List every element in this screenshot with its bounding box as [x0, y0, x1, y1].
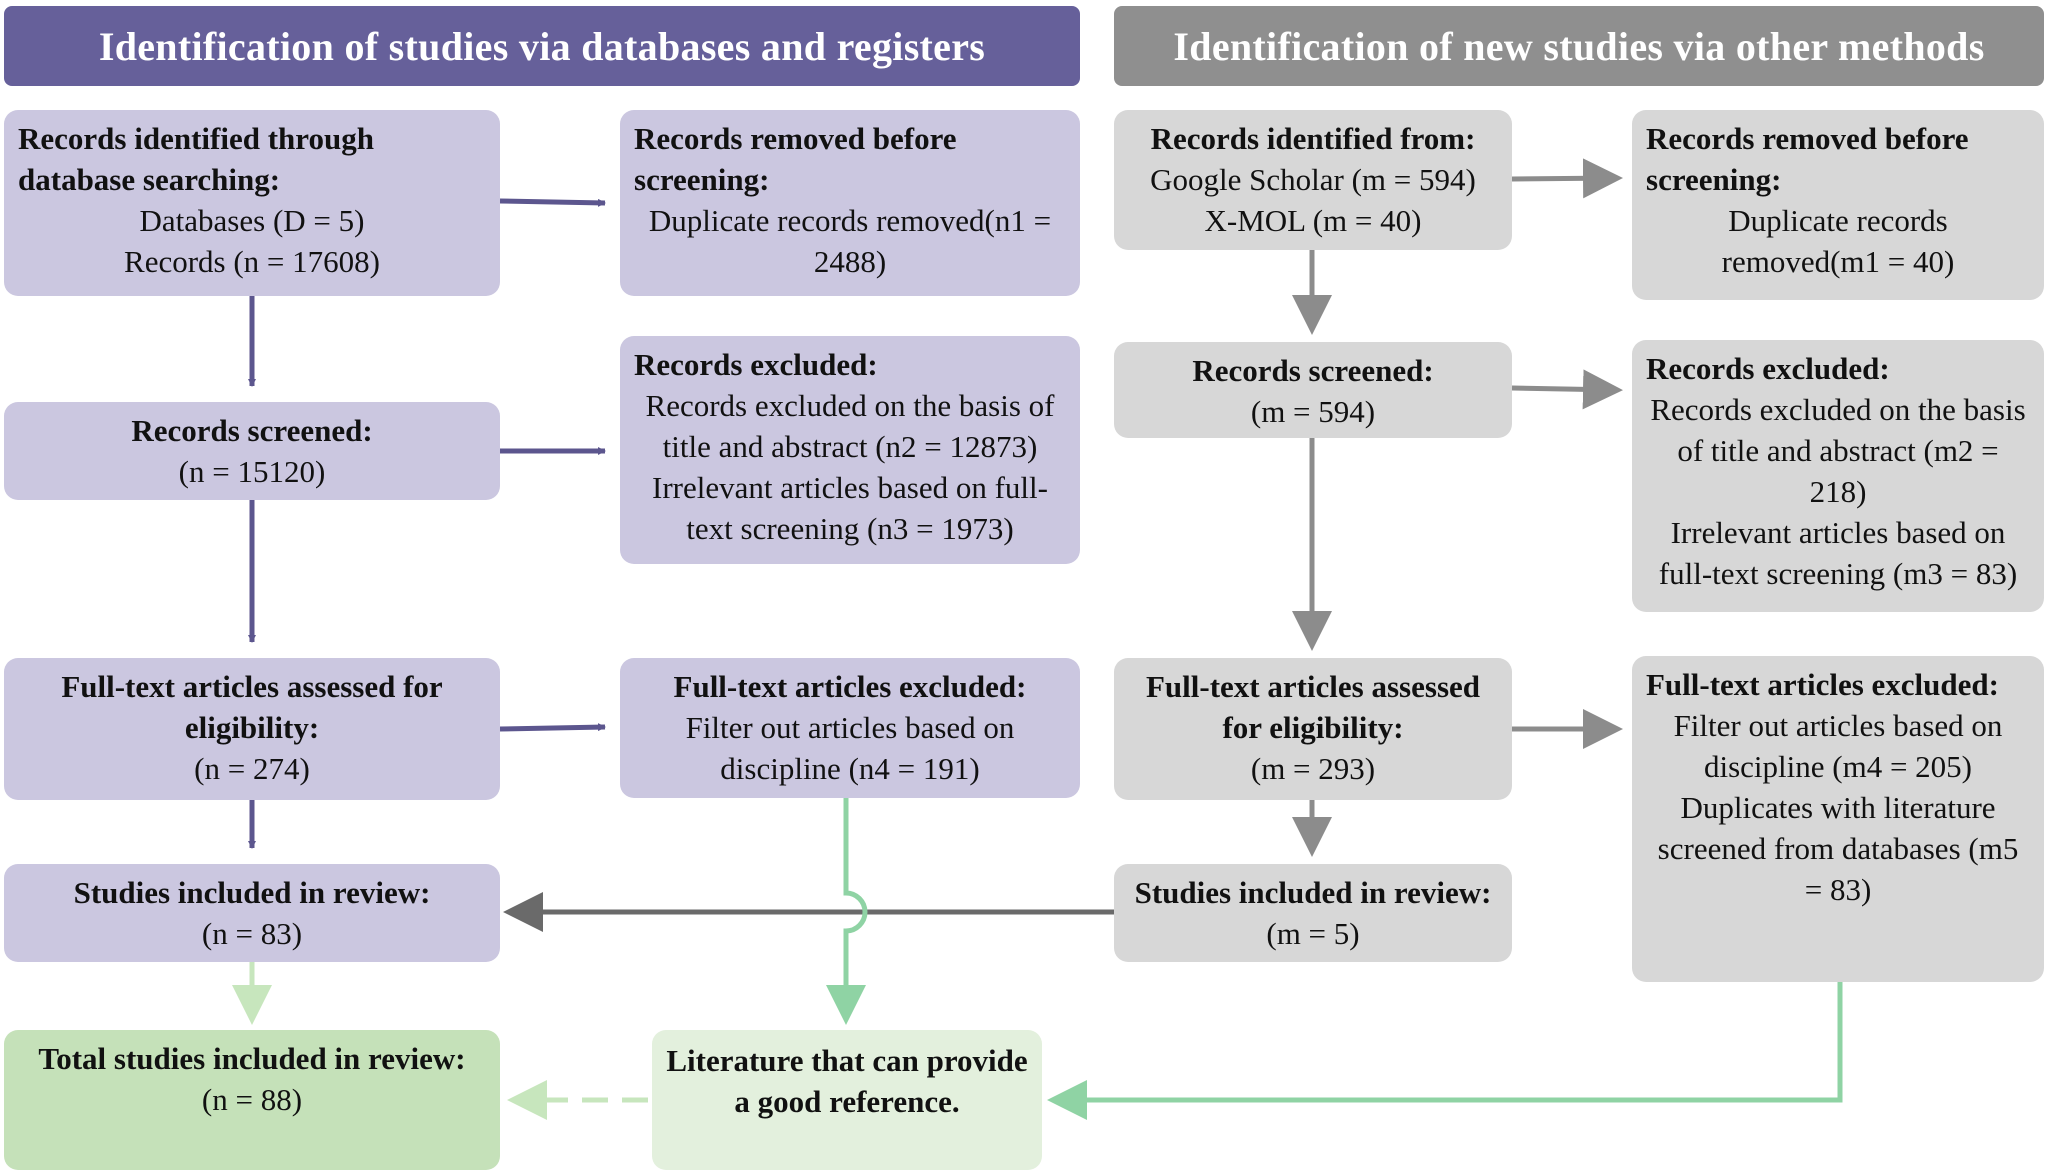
box-title: Records excluded: — [634, 347, 878, 382]
box-db-fulltext-excluded: Full-text articles excluded: Filter out … — [620, 658, 1080, 798]
box-other-records-removed: Records removed before screening: Duplic… — [1632, 110, 2044, 300]
box-title: Records screened: — [131, 413, 373, 448]
box-db-records-identified: Records identified through database sear… — [4, 110, 500, 296]
box-title: Records screened: — [1192, 353, 1434, 388]
box-title: Records identified through database sear… — [18, 121, 374, 197]
box-title: Records removed before screening: — [1646, 121, 1969, 197]
header-other-methods: Identification of new studies via other … — [1114, 6, 2044, 86]
discipline-filter: Filter out articles based on discipline … — [685, 710, 1015, 786]
xmol-count: X-MOL (m = 40) — [1204, 203, 1422, 238]
total-count: (n = 88) — [201, 1082, 303, 1117]
box-title: Total studies included in review: — [38, 1041, 466, 1076]
box-title: Studies included in review: — [73, 875, 431, 910]
header-databases: Identification of studies via databases … — [4, 6, 1080, 86]
included-count: (m = 5) — [1266, 916, 1360, 951]
box-title: Records removed before screening: — [634, 121, 957, 197]
arrow-other-ftexcluded-to-literature — [1047, 982, 1843, 1120]
discipline-filter: Filter out articles based on discipline … — [1673, 708, 2003, 784]
box-title: Records identified from: — [1150, 121, 1476, 156]
box-db-records-removed: Records removed before screening: Duplic… — [620, 110, 1080, 296]
box-db-fulltext-assessed: Full-text articles assessed for eligibil… — [4, 658, 500, 800]
arrow-ftexcluded-to-literature — [826, 797, 868, 1025]
excluded-title-abstract: Records excluded on the basis of title a… — [1650, 392, 2026, 509]
records-count: Records (n = 17608) — [124, 244, 380, 279]
box-title: Full-text articles excluded: — [673, 669, 1027, 704]
box-title: Full-text articles assessed for eligibil… — [61, 669, 443, 745]
duplicates-with-databases: Duplicates with literature screened from… — [1657, 790, 2019, 907]
excluded-fulltext: Irrelevant articles based on full-text s… — [652, 470, 1048, 546]
fulltext-count: (n = 274) — [194, 751, 310, 786]
box-other-records-identified: Records identified from: Google Scholar … — [1114, 110, 1512, 250]
box-db-records-screened: Records screened: (n = 15120) — [4, 402, 500, 500]
box-total-studies-included: Total studies included in review: (n = 8… — [4, 1030, 500, 1170]
arrow-other-identified-to-removed — [1511, 158, 1623, 199]
arrow-identified-to-removed — [499, 198, 606, 207]
arrow-other-screened-to-excluded — [1511, 369, 1623, 410]
box-title: Full-text articles assessed for eligibil… — [1145, 669, 1481, 745]
box-other-studies-included: Studies included in review: (m = 5) — [1114, 864, 1512, 962]
arrow-fulltext-to-ftexcluded — [499, 723, 606, 732]
included-count: (n = 83) — [201, 916, 303, 951]
box-other-fulltext-assessed: Full-text articles assessed for eligibil… — [1114, 658, 1512, 800]
box-title: Full-text articles excluded: — [1646, 667, 1999, 702]
excluded-fulltext: Irrelevant articles based on full-text s… — [1658, 515, 2018, 591]
fulltext-count: (m = 293) — [1250, 751, 1376, 786]
excluded-title-abstract: Records excluded on the basis of title a… — [645, 388, 1055, 464]
google-scholar-count: Google Scholar (m = 594) — [1150, 162, 1476, 197]
box-other-fulltext-excluded: Full-text articles excluded: Filter out … — [1632, 656, 2044, 982]
box-title: Studies included in review: — [1134, 875, 1492, 910]
databases-count: Databases (D = 5) — [139, 203, 365, 238]
duplicates-removed: Duplicate records removed(m1 = 40) — [1721, 203, 1955, 279]
box-db-studies-included: Studies included in review: (n = 83) — [4, 864, 500, 962]
box-title: Records excluded: — [1646, 351, 1890, 386]
box-literature-reference: Literature that can provide a good refer… — [652, 1030, 1042, 1170]
screened-count: (m = 594) — [1250, 394, 1376, 429]
box-db-records-excluded: Records excluded: Records excluded on th… — [620, 336, 1080, 564]
box-other-records-excluded: Records excluded: Records excluded on th… — [1632, 340, 2044, 612]
screened-count: (n = 15120) — [178, 454, 326, 489]
duplicates-removed: Duplicate records removed(n1 = 2488) — [648, 203, 1052, 279]
box-other-records-screened: Records screened: (m = 594) — [1114, 342, 1512, 438]
